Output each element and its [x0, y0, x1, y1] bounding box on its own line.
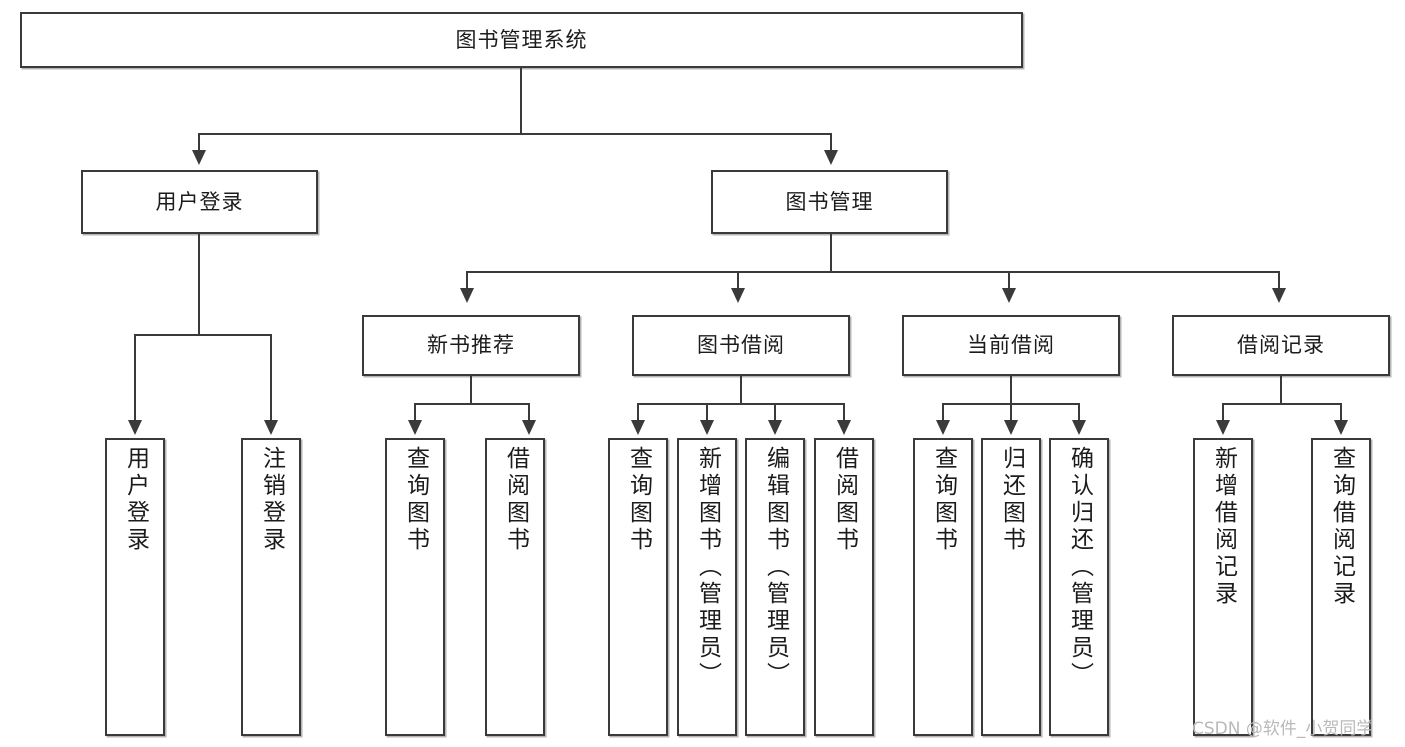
node-user-login-label: 用户登录	[155, 189, 244, 214]
node-leaf-cur-return[interactable]: 归还图书	[981, 438, 1041, 736]
connector-borrow-record-l2	[1340, 403, 1342, 422]
connector-user-login-bar	[134, 334, 270, 336]
connector-current-borrow-trunk	[1010, 376, 1012, 404]
node-leaf-rec-add-label: 新增借阅记录	[1210, 446, 1237, 608]
connector-book-borrow-trunk	[740, 376, 742, 404]
connector-book-manage-c3	[1008, 271, 1010, 291]
arrowhead-current-borrow-l1	[936, 420, 950, 435]
node-leaf-rec-add[interactable]: 新增借阅记录	[1193, 438, 1253, 736]
arrowhead-book-manage-c2	[731, 288, 745, 303]
connector-book-borrow-l2	[706, 403, 708, 422]
connector-user-login-left	[134, 334, 136, 422]
arrowhead-user-login-left	[128, 420, 142, 435]
node-new-book-rec[interactable]: 新书推荐	[362, 315, 580, 376]
node-leaf-borrow-query[interactable]: 查询图书	[608, 438, 668, 736]
connector-new-book-rec-l2	[528, 403, 530, 422]
connector-current-borrow-l3	[1078, 403, 1080, 422]
node-book-manage[interactable]: 图书管理	[711, 170, 948, 234]
node-book-manage-label: 图书管理	[785, 189, 874, 214]
arrowhead-user-login-right	[264, 420, 278, 435]
node-leaf-borrow-add-label: 新增图书（管理员）	[694, 446, 721, 689]
arrowhead-borrow-record-l1	[1216, 420, 1230, 435]
node-leaf-borrow-do[interactable]: 借阅图书	[814, 438, 874, 736]
node-user-login[interactable]: 用户登录	[81, 170, 318, 234]
connector-current-borrow-l2	[1010, 403, 1012, 422]
node-leaf-borrow-edit[interactable]: 编辑图书（管理员）	[745, 438, 805, 736]
node-leaf-rec-query2-label: 查询借阅记录	[1328, 446, 1355, 608]
arrowhead-root-to-user-login	[192, 150, 206, 165]
connector-root-to-book-manage	[830, 133, 832, 153]
connector-book-borrow-l1	[637, 403, 639, 422]
arrowhead-book-borrow-l1	[631, 420, 645, 435]
node-leaf-rec-query[interactable]: 查询图书	[385, 438, 445, 736]
node-leaf-rec-borrow[interactable]: 借阅图书	[485, 438, 545, 736]
node-book-borrow[interactable]: 图书借阅	[632, 315, 850, 376]
csdn-watermark: CSDN @软件_小贺同学	[1192, 719, 1374, 739]
connector-user-login-trunk	[198, 234, 200, 335]
arrowhead-book-borrow-l2	[700, 420, 714, 435]
connector-book-borrow-l4	[843, 403, 845, 422]
node-leaf-borrow-edit-label: 编辑图书（管理员）	[762, 446, 789, 689]
node-leaf-borrow-add[interactable]: 新增图书（管理员）	[677, 438, 737, 736]
node-leaf-user-login-label: 用户登录	[122, 446, 149, 554]
connector-book-borrow-l3	[774, 403, 776, 422]
node-leaf-cur-return-label: 归还图书	[998, 446, 1025, 554]
arrowhead-current-borrow-l3	[1072, 420, 1086, 435]
arrowhead-book-borrow-l3	[768, 420, 782, 435]
node-book-borrow-label: 图书借阅	[697, 333, 785, 358]
node-leaf-cur-confirm[interactable]: 确认归还（管理员）	[1049, 438, 1109, 736]
node-leaf-rec-borrow-label: 借阅图书	[502, 446, 529, 554]
arrowhead-book-manage-c1	[460, 288, 474, 303]
arrowhead-current-borrow-l2	[1004, 420, 1018, 435]
arrowhead-book-manage-c4	[1272, 288, 1286, 303]
connector-root-trunk	[520, 68, 522, 134]
connector-book-manage-c2	[737, 271, 739, 291]
node-root-label: 图书管理系统	[455, 27, 588, 52]
node-borrow-record[interactable]: 借阅记录	[1172, 315, 1390, 376]
node-current-borrow[interactable]: 当前借阅	[902, 315, 1120, 376]
node-leaf-borrow-query-label: 查询图书	[625, 446, 652, 554]
connector-book-manage-c4	[1278, 271, 1280, 291]
arrowhead-borrow-record-l2	[1334, 420, 1348, 435]
connector-user-login-right	[270, 334, 272, 422]
node-leaf-cur-confirm-label: 确认归还（管理员）	[1066, 446, 1093, 689]
arrowhead-root-to-book-manage	[824, 150, 838, 165]
node-leaf-rec-query2[interactable]: 查询借阅记录	[1311, 438, 1371, 736]
node-root[interactable]: 图书管理系统	[20, 12, 1023, 68]
connector-current-borrow-l1	[942, 403, 944, 422]
node-leaf-user-logout-label: 注销登录	[258, 446, 285, 554]
node-leaf-borrow-do-label: 借阅图书	[831, 446, 858, 554]
connector-borrow-record-bar	[1222, 403, 1342, 405]
connector-new-book-rec-trunk	[470, 376, 472, 404]
node-new-book-rec-label: 新书推荐	[427, 333, 515, 358]
arrowhead-new-book-rec-l2	[522, 420, 536, 435]
arrowhead-new-book-rec-l1	[408, 420, 422, 435]
node-current-borrow-label: 当前借阅	[967, 333, 1055, 358]
connector-book-manage-c1	[466, 271, 468, 291]
connector-borrow-record-l1	[1222, 403, 1224, 422]
connector-root-bar	[198, 133, 832, 135]
connector-book-manage-trunk	[830, 234, 832, 272]
connector-root-to-user-login	[198, 133, 200, 153]
connector-book-manage-bar	[466, 271, 1280, 273]
connector-new-book-rec-l1	[414, 403, 416, 422]
arrowhead-book-borrow-l4	[837, 420, 851, 435]
node-leaf-cur-query-label: 查询图书	[930, 446, 957, 554]
node-leaf-cur-query[interactable]: 查询图书	[913, 438, 973, 736]
connector-new-book-rec-bar	[414, 403, 530, 405]
node-leaf-rec-query-label: 查询图书	[402, 446, 429, 554]
node-leaf-user-logout[interactable]: 注销登录	[241, 438, 301, 736]
arrowhead-book-manage-c3	[1002, 288, 1016, 303]
connector-book-borrow-bar	[637, 403, 845, 405]
node-leaf-user-login[interactable]: 用户登录	[105, 438, 165, 736]
connector-borrow-record-trunk	[1280, 376, 1282, 404]
node-borrow-record-label: 借阅记录	[1237, 333, 1325, 358]
